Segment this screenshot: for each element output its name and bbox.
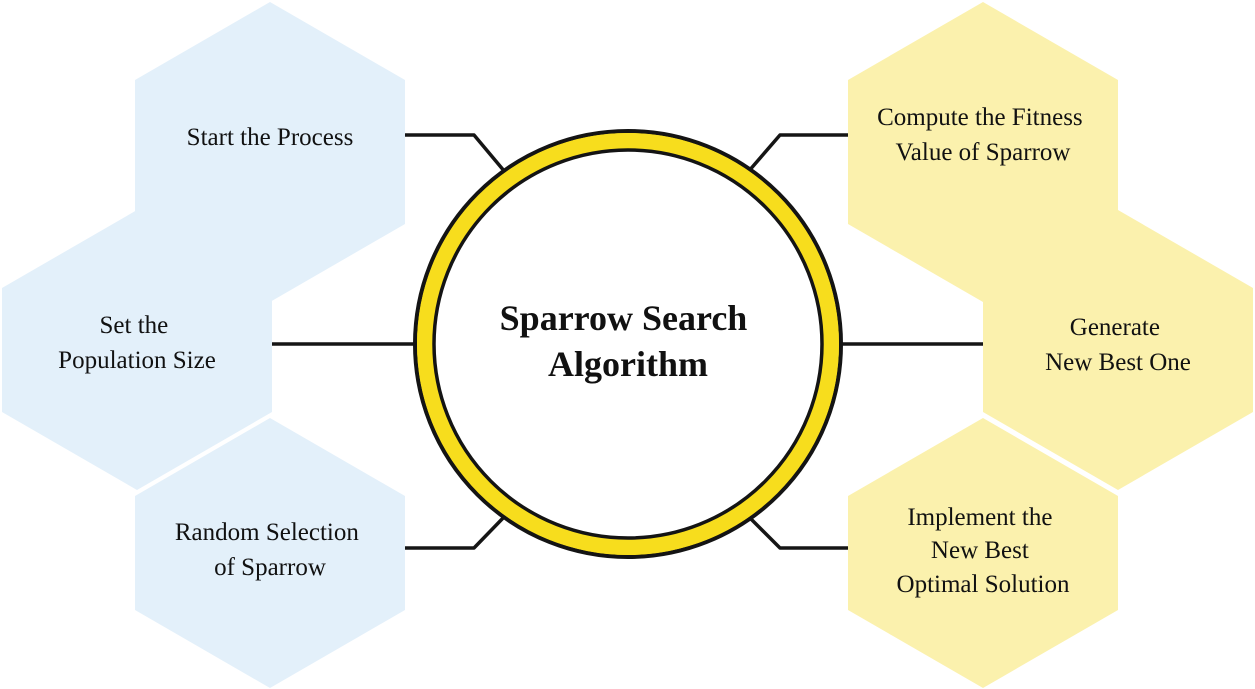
center-ring-inner [432, 148, 824, 540]
hex-label: Set the Population Size [58, 312, 216, 374]
connector-start-process [405, 133, 507, 174]
hex-label: Start the Process [187, 124, 354, 151]
center-node: Sparrow Search Algorithm [413, 129, 843, 559]
connector-random-selection [405, 514, 507, 550]
hex-label: Compute the Fitness Value of Sparrow [877, 104, 1089, 166]
hex-left-start-process: Start the Process [135, 2, 405, 302]
connector-compute-fitness [746, 133, 848, 174]
hex-right-implement-solution: Implement the New Best Optimal Solution [848, 418, 1118, 688]
hex-left-random-selection: Random Selection of Sparrow [135, 418, 405, 688]
hex-right-compute-fitness: Compute the Fitness Value of Sparrow [848, 2, 1118, 302]
hex-left-population-size: Set the Population Size [2, 210, 272, 490]
hex-shape [848, 418, 1118, 688]
hex-shape [848, 2, 1118, 302]
hex-label: Random Selection of Sparrow [175, 519, 365, 581]
hex-shape [983, 210, 1253, 490]
center-title: Sparrow Search Algorithm [500, 298, 757, 384]
hex-right-generate-new-best: Generate New Best One [983, 210, 1253, 490]
hex-shape [2, 210, 272, 490]
connector-implement-solution [746, 514, 848, 550]
hex-shape [135, 2, 405, 302]
hex-label: Generate New Best One [1045, 314, 1191, 376]
hex-shape [135, 418, 405, 688]
hex-label: Implement the New Best Optimal Solution [897, 504, 1070, 598]
